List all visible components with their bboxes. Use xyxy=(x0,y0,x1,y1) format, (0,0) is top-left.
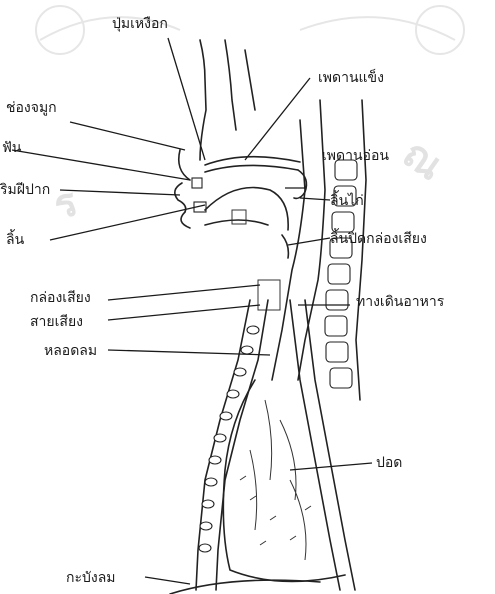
svg-text:ร: ร xyxy=(48,179,84,230)
label-tongue: ลิ้น xyxy=(6,229,25,248)
anatomy-drawing xyxy=(170,40,366,594)
leader-uvula xyxy=(168,38,205,160)
leader-lips xyxy=(60,190,180,195)
leader-vocal-cords xyxy=(108,305,260,320)
label-larynx: กล่องเสียง xyxy=(30,290,91,306)
label-hard-palate: เพดานแข็ง xyxy=(318,68,384,86)
leader-epiglottis xyxy=(288,238,330,245)
leader-hard-palate xyxy=(245,78,310,160)
svg-text:ณ: ณ xyxy=(394,131,451,190)
lung-shape xyxy=(223,380,345,581)
label-diaphragm: กะบังลม xyxy=(66,570,116,586)
leader-teeth xyxy=(12,150,190,180)
leader-larynx xyxy=(108,285,260,300)
label-soft-palate: เพดานอ่อน xyxy=(322,148,389,164)
label-teeth: ฟัน xyxy=(2,140,22,156)
leader-diaphragm xyxy=(145,577,190,584)
spine-vertebrae xyxy=(325,100,366,400)
label-nasal-cavity: ช่องจมูก xyxy=(6,100,57,116)
label-uvula: ปุ่มเหงือก xyxy=(112,16,168,32)
leader-lines xyxy=(12,38,372,584)
label-lips: ริมฝีปาก xyxy=(0,182,50,198)
label-vocal-cords: สายเสียง xyxy=(30,314,83,330)
label-uvula-small: ลิ้นไก่ xyxy=(330,190,364,209)
label-epiglottis: ลิ้นปิดกล่องเสียง xyxy=(330,228,427,247)
label-esophagus: ทางเดินอาหาร xyxy=(356,294,445,310)
leader-nasal-cavity xyxy=(70,122,185,150)
trachea-rings xyxy=(196,300,268,590)
watermark-seal: ร ณ xyxy=(36,6,464,229)
label-lung: ปอด xyxy=(376,455,402,471)
label-trachea: หลอดลม xyxy=(44,343,97,359)
